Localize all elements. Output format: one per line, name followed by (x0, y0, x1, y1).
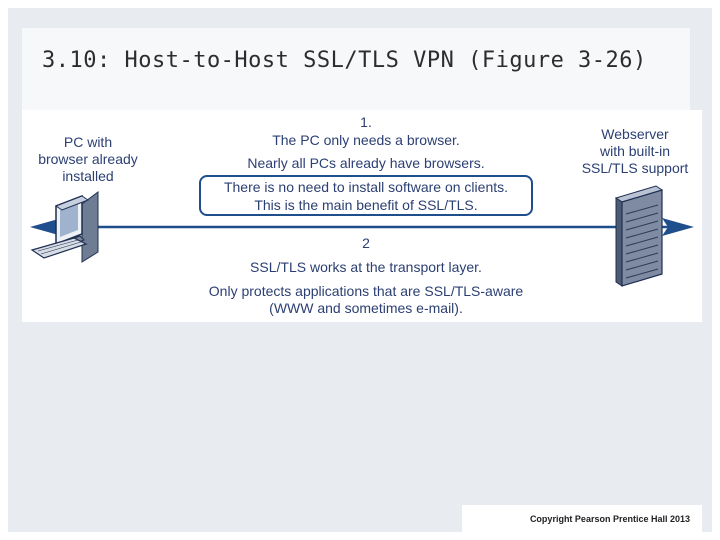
figure-graphics (22, 110, 702, 322)
slide-title: 3.10: Host-to-Host SSL/TLS VPN (Figure 3… (42, 48, 647, 73)
connection-arrow (30, 218, 694, 236)
figure-panel: PC with browser already installed Webser… (22, 110, 702, 322)
copyright-notice: Copyright Pearson Prentice Hall 2013 (530, 514, 690, 524)
server-icon (616, 186, 662, 286)
